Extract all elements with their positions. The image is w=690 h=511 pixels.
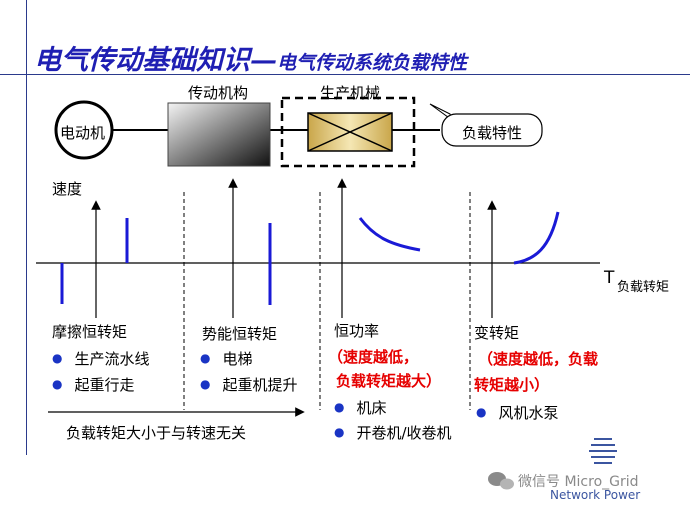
brand-text: Network Power [550,488,641,502]
section-constant-power-note: （速度越低， [328,348,419,366]
bullet-dot: ● [200,377,211,391]
section-variable-torque-title: 变转矩 [474,324,520,342]
bullet-dot: ● [334,400,345,414]
x-axis-label-main: T [604,268,615,288]
wechat-icon [488,472,514,490]
machine-dashed-frame [280,96,416,168]
section-potential-title: 势能恒转矩 [202,325,278,343]
bullet-dot: ● [52,377,63,391]
motor-circle [54,100,114,160]
transmission-label: 传动机构 [188,84,249,102]
section-variable-torque-note: （速度越低，负载 [478,350,599,368]
variable-torque-curve [513,211,560,265]
section-friction-title: 摩擦恒转矩 [52,323,128,341]
section-friction-item: ●生产流水线 [52,350,150,368]
machine-label: 生产机械 [320,84,381,102]
watermark-text: 微信号 Micro_Grid [518,474,639,490]
page-title: 电气传动基础知识—电气传动系统负载特性 [34,38,467,77]
title-sub: 电气传动系统负载特性 [277,52,468,74]
motor-label: 电动机 [60,124,106,142]
section-constant-power-item: ●机床 [334,399,387,417]
section-constant-power-note: 负载转矩越大） [336,372,442,390]
section-potential-item: ●电梯 [200,350,253,368]
bullet-dot: ● [334,425,345,439]
constant-power-curve [358,217,421,252]
bullet-dot: ● [200,351,211,365]
bullet-dot: ● [476,405,487,419]
transmission-box [167,102,271,167]
load-callout-bubble [441,113,543,147]
left-border-line [26,0,27,455]
section-constant-power-item: ●开卷机/收卷机 [334,424,452,442]
load-callout-label: 负载特性 [462,124,523,142]
arrow-caption: 负载转矩大小于与转速无关 [66,424,247,442]
title-main: 电气传动基础知识— [34,45,277,76]
section-constant-power-title: 恒功率 [334,322,380,340]
brand-logo-icon [589,438,617,464]
bullet-dot: ● [52,351,63,365]
section-potential-item: ●起重机提升 [200,376,298,394]
machine-cross-2 [307,112,393,152]
section-variable-torque-note: 转矩越小） [474,376,550,394]
y-axis-label: 速度 [52,180,83,198]
x-axis-label-sub: 负载转矩 [617,280,670,295]
section-friction-item: ●起重行走 [52,376,135,394]
section-variable-torque-item: ●风机水泵 [476,404,559,422]
title-underline [0,74,690,75]
